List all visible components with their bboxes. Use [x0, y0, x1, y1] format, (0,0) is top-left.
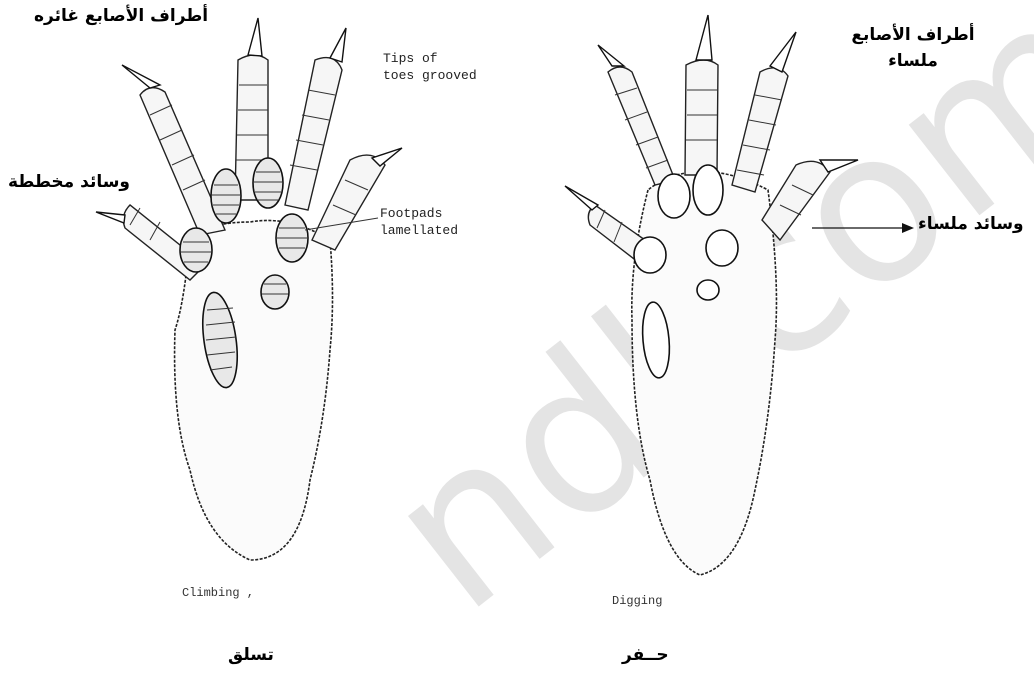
digging-toe-3 — [732, 68, 788, 192]
digging-tips-arabic-line-1: أطراف الأصابع — [848, 22, 978, 48]
climbing-pads-arabic-label: وسائد مخططة — [8, 172, 130, 192]
climbing-tips-arabic-label: أطراف الأصابع غائره — [34, 6, 208, 26]
climbing-claw-1 — [122, 65, 160, 88]
climbing-tips-english-line-1: Tips of — [383, 50, 477, 67]
digging-caption-arabic: حــفر — [622, 645, 669, 665]
climbing-claw-2 — [248, 18, 262, 56]
digging-claw-2 — [696, 15, 712, 60]
digging-toe-2 — [685, 60, 718, 175]
digging-caption-english: Digging — [612, 594, 662, 608]
digging-claw-1 — [598, 45, 624, 66]
climbing-tips-english-line-2: toes grooved — [383, 67, 477, 84]
climbing-toe-1 — [140, 88, 225, 235]
climbing-caption-english: Climbing , — [182, 586, 254, 600]
climbing-foot-illustration — [96, 18, 402, 560]
digging-pads-arabic-label: وسائد ملساء — [918, 214, 1024, 234]
climbing-pads-english-line-2: lamellated — [380, 222, 458, 239]
climbing-pads-english-label: Footpads lamellated — [380, 205, 458, 239]
digging-foot-illustration — [565, 15, 914, 575]
digging-claw-3 — [770, 32, 796, 72]
digging-pads-arrow — [812, 223, 914, 233]
digging-tips-arabic-line-2: ملساء — [848, 48, 978, 74]
climbing-pads-english-line-1: Footpads — [380, 205, 458, 222]
climbing-toe-4 — [312, 155, 385, 250]
digging-claw-5 — [565, 186, 598, 210]
climbing-tips-english-label: Tips of toes grooved — [383, 50, 477, 84]
climbing-caption-arabic: تسلق — [228, 645, 274, 665]
climbing-claw-4 — [372, 148, 402, 166]
climbing-toe-3 — [285, 58, 342, 210]
digging-tips-arabic-label: أطراف الأصابع ملساء — [848, 22, 978, 74]
digging-toe-1 — [608, 67, 675, 185]
climbing-claw-5 — [96, 212, 125, 223]
climbing-claw-3 — [330, 28, 346, 62]
